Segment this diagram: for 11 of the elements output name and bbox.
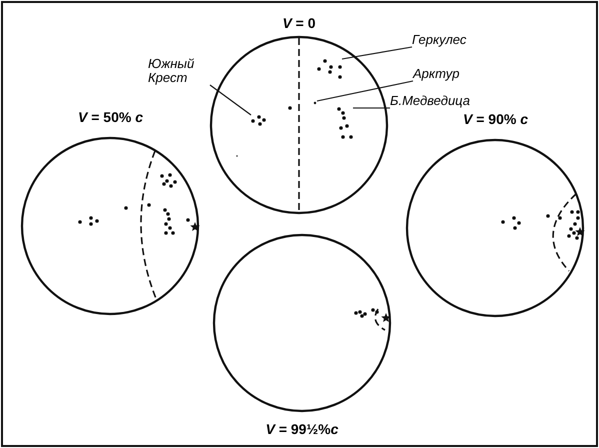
constellation-label: Южный Крест [148,57,210,85]
speed-label: V = 0 [282,15,316,31]
leader-line [316,80,414,102]
leader-line [342,46,412,60]
constellation-label: Геркулес [412,33,466,47]
speed-label: V = 99½%c [266,421,338,437]
speed-label: V = 50% c [78,109,143,125]
speed-label: V = 90% c [462,111,528,127]
constellation-label: Б.Медведица [390,94,470,108]
constellation-label: Арктур [413,67,460,81]
leader-line [353,107,390,109]
